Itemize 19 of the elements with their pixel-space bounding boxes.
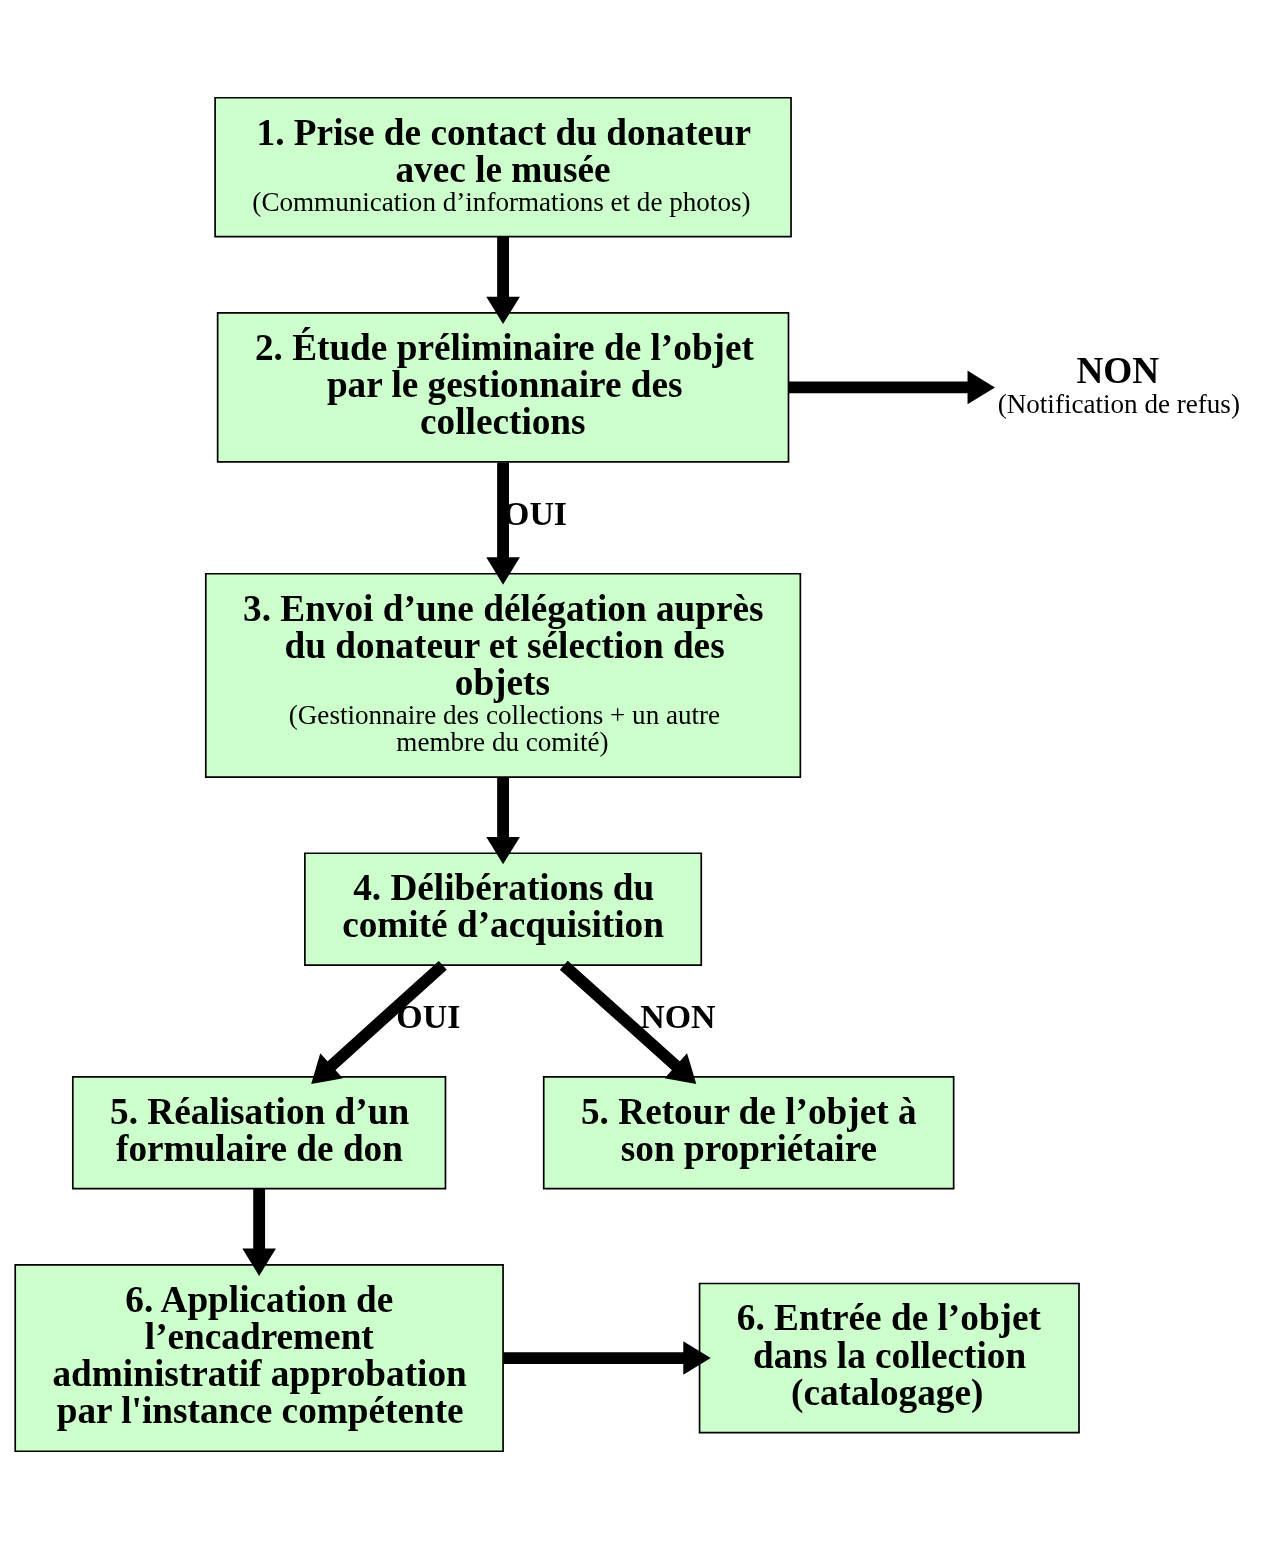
arrow bbox=[559, 960, 697, 1084]
arrow bbox=[788, 370, 995, 404]
node-box: 6. Application de l’encadrement administratif approbation par l'instance compétente bbox=[14, 1263, 504, 1452]
node-box: 3. Envoi d’une délégation auprès du donateur et sélection des objets (Gestionnaire des collections + un autre membre du comité) bbox=[204, 572, 802, 778]
node-box: 5. Retour de l’objet à son propriétaire bbox=[542, 1075, 955, 1189]
node-box: 1. Prise de contact du donateur avec le musée (Communication d’informations et de photos) bbox=[214, 96, 792, 238]
node-box: 2. Étude préliminaire de l’objet par le gestionnaire des collections bbox=[216, 311, 790, 463]
arrow bbox=[486, 777, 520, 864]
node-box: 6. Entrée de l’objet dans la collection (catalogage) bbox=[698, 1282, 1080, 1433]
node-text: NON (Notification de refus) bbox=[997, 349, 1240, 419]
arrow bbox=[311, 960, 447, 1084]
arrow bbox=[486, 461, 520, 585]
arrow bbox=[486, 236, 520, 324]
node-box: 5. Réalisation d’un formulaire de don bbox=[71, 1075, 447, 1189]
edge-label: OUI bbox=[396, 997, 461, 1035]
edge-label: NON bbox=[640, 997, 716, 1035]
arrow bbox=[242, 1188, 276, 1276]
arrow bbox=[503, 1340, 711, 1375]
node-box: 4. Délibérations du comité d’acquisition bbox=[304, 851, 703, 966]
